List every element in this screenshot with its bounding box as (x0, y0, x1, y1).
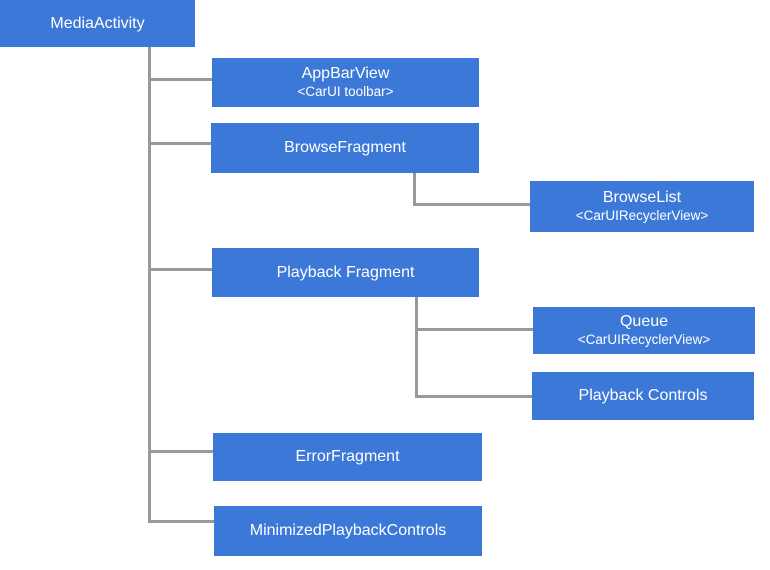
node-browse-fragment-label: BrowseFragment (284, 139, 406, 156)
connector-trunk-browse-fragment (413, 173, 416, 206)
node-app-bar-view-label: AppBarView (301, 65, 390, 83)
node-queue-sublabel: <CarUIRecyclerView> (577, 332, 711, 348)
node-queue: Queue <CarUIRecyclerView> (533, 307, 755, 354)
node-playback-controls-label: Playback Controls (578, 387, 708, 404)
connector-trunk-media-activity (148, 47, 151, 523)
connector-branch-playback-fragment (148, 268, 212, 271)
node-minimized-playback-controls: MinimizedPlaybackControls (214, 506, 482, 556)
node-playback-controls: Playback Controls (532, 372, 754, 420)
node-queue-label: Queue (619, 313, 669, 331)
node-error-fragment: ErrorFragment (213, 433, 482, 481)
node-browse-list-label: BrowseList (602, 189, 682, 207)
connector-branch-playback-controls (415, 395, 532, 398)
node-media-activity: MediaActivity (0, 0, 195, 47)
connector-branch-queue (415, 328, 533, 331)
node-playback-fragment: Playback Fragment (212, 248, 479, 297)
node-media-activity-label: MediaActivity (50, 14, 145, 32)
node-browse-list-sublabel: <CarUIRecyclerView> (575, 208, 709, 224)
connector-branch-app-bar-view (148, 78, 212, 81)
connector-branch-error-fragment (148, 450, 213, 453)
node-minimized-playback-controls-label: MinimizedPlaybackControls (249, 522, 447, 539)
connector-branch-minimized-playback-controls (148, 520, 214, 523)
connector-branch-browse-list (413, 203, 530, 206)
connector-branch-browse-fragment (148, 142, 211, 145)
node-app-bar-view: AppBarView <CarUI toolbar> (212, 58, 479, 107)
node-playback-fragment-label: Playback Fragment (276, 263, 415, 281)
connector-trunk-playback-fragment (415, 297, 418, 398)
node-error-fragment-label: ErrorFragment (295, 448, 400, 465)
node-browse-fragment: BrowseFragment (211, 123, 479, 173)
node-app-bar-view-sublabel: <CarUI toolbar> (297, 84, 394, 100)
node-browse-list: BrowseList <CarUIRecyclerView> (530, 181, 754, 232)
